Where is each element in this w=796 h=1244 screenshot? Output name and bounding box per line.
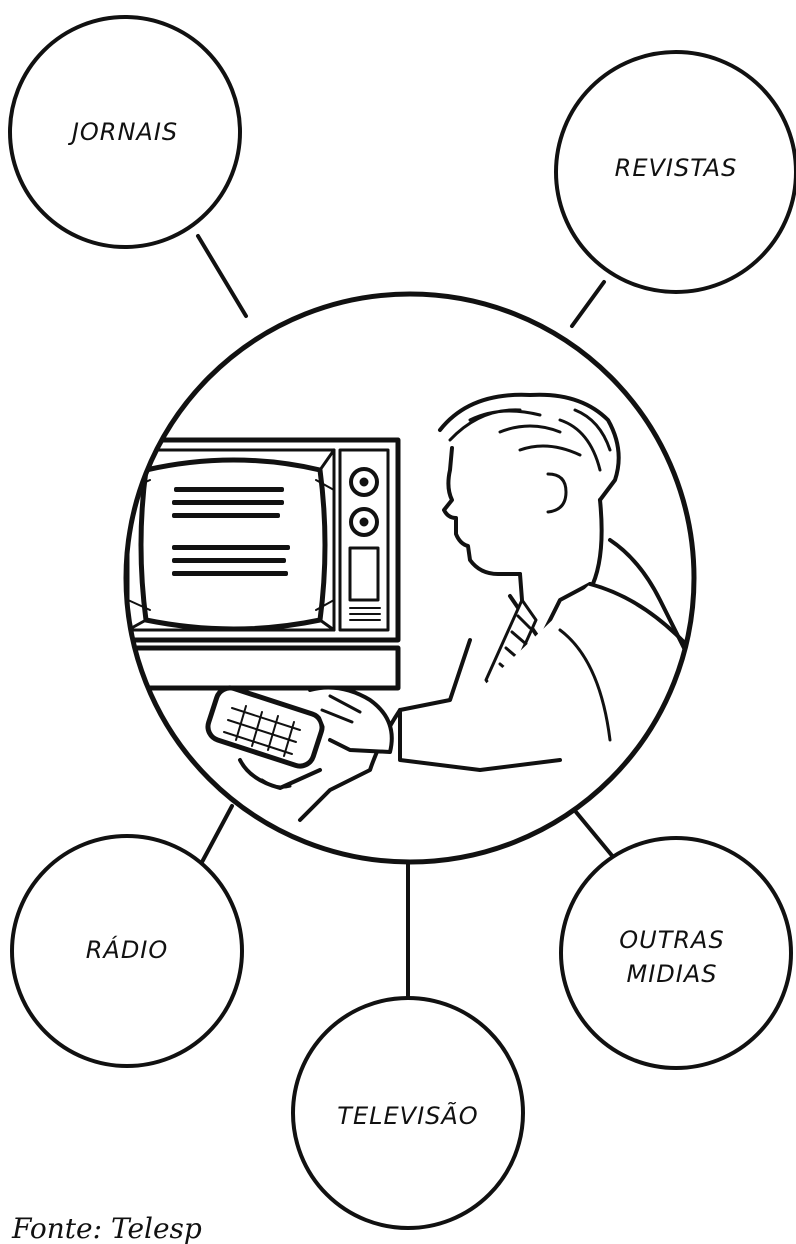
connector-revistas bbox=[572, 282, 604, 326]
label-outras-line2: MIDIAS bbox=[627, 960, 718, 988]
connector-outras bbox=[576, 812, 614, 858]
label-outras-line1: OUTRAS bbox=[619, 926, 724, 954]
connector-radio bbox=[202, 806, 232, 862]
source-caption: Fonte: Telesp bbox=[11, 1212, 202, 1244]
label-jornais: JORNAIS bbox=[68, 118, 178, 146]
man-watching-tv-with-remote-icon bbox=[118, 294, 700, 862]
label-revistas: REVISTAS bbox=[615, 154, 738, 182]
connector-jornais bbox=[198, 236, 246, 316]
television-icon bbox=[118, 440, 398, 640]
label-televisao: TELEVISÃO bbox=[337, 1100, 478, 1130]
label-radio: RÁDIO bbox=[86, 935, 169, 964]
